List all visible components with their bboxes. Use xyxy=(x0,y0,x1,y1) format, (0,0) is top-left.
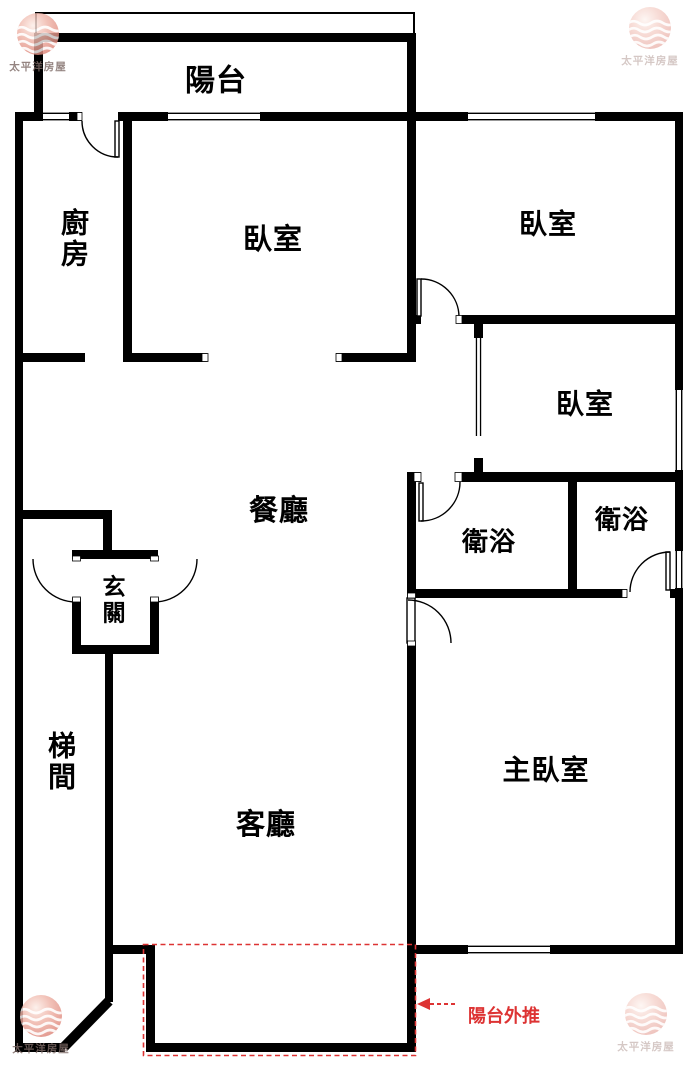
foyer-door-left-arc xyxy=(32,558,77,603)
master-door-arc xyxy=(407,599,452,644)
door-jambs xyxy=(72,112,628,647)
window-bedroom1-top xyxy=(168,112,260,121)
window-bedroom3-right xyxy=(675,390,683,470)
brand-watermark-text: 太平洋房屋 xyxy=(621,55,679,67)
bath2-door-arc xyxy=(629,551,671,593)
room-label-foyer: 玄關 xyxy=(102,574,126,626)
room-label-bath1: 衛浴 xyxy=(461,527,517,558)
room-label-kitchen: 廚房 xyxy=(60,206,90,271)
bath2-door-leaf xyxy=(665,551,671,591)
bedroom2-door-leaf xyxy=(416,278,422,317)
brand-watermark-top-left: 太平洋房屋 xyxy=(7,11,69,74)
window-bedroom2-top xyxy=(468,112,595,121)
annotation-arrow-head xyxy=(417,998,430,1010)
balcony-extension-label: 陽台外推 xyxy=(468,1006,540,1027)
bath1-door-arc xyxy=(420,481,461,522)
bath1-door-leaf xyxy=(418,482,424,522)
room-label-balcony: 陽台 xyxy=(185,63,247,99)
master-door-leaf xyxy=(406,597,416,644)
window-bath2-right xyxy=(675,551,683,588)
kitchen-door-arc xyxy=(81,120,119,158)
brand-logo-icon xyxy=(627,5,673,51)
room-label-bath2: 衛浴 xyxy=(594,505,650,536)
room-label-living: 客廳 xyxy=(235,806,297,841)
room-label-master: 主臥室 xyxy=(502,753,590,787)
brand-watermark-text: 太平洋房屋 xyxy=(9,61,67,73)
brand-logo-icon xyxy=(623,991,669,1037)
window-bedroom3-left xyxy=(475,338,482,436)
foyer-door-right-arc xyxy=(153,558,198,603)
room-label-bedroom3: 臥室 xyxy=(555,387,615,421)
brand-watermark-bottom-right: 太平洋房屋 xyxy=(615,991,677,1054)
room-label-bedroom2: 臥室 xyxy=(518,207,578,241)
kitchen-door-leaf xyxy=(114,120,120,158)
room-label-stairwell: 梯間 xyxy=(47,729,77,794)
windows xyxy=(43,112,683,954)
brand-watermark-bottom-left: 太平洋房屋 xyxy=(10,993,72,1056)
window-master-bottom xyxy=(468,945,550,954)
brand-watermark-top-right: 太平洋房屋 xyxy=(619,5,681,68)
room-label-dining: 餐廳 xyxy=(248,492,310,527)
window-kitchen-top xyxy=(43,112,69,121)
brand-watermark-text: 太平洋房屋 xyxy=(12,1043,70,1055)
room-label-bedroom1: 臥室 xyxy=(242,221,304,256)
walls xyxy=(15,12,683,1052)
brand-watermark-text: 太平洋房屋 xyxy=(617,1041,675,1053)
bedroom2-door-arc xyxy=(420,278,460,318)
balcony-extension-outline xyxy=(142,943,455,1057)
brand-logo-icon xyxy=(18,993,64,1039)
brand-logo-icon xyxy=(15,11,61,57)
doors xyxy=(32,120,671,644)
